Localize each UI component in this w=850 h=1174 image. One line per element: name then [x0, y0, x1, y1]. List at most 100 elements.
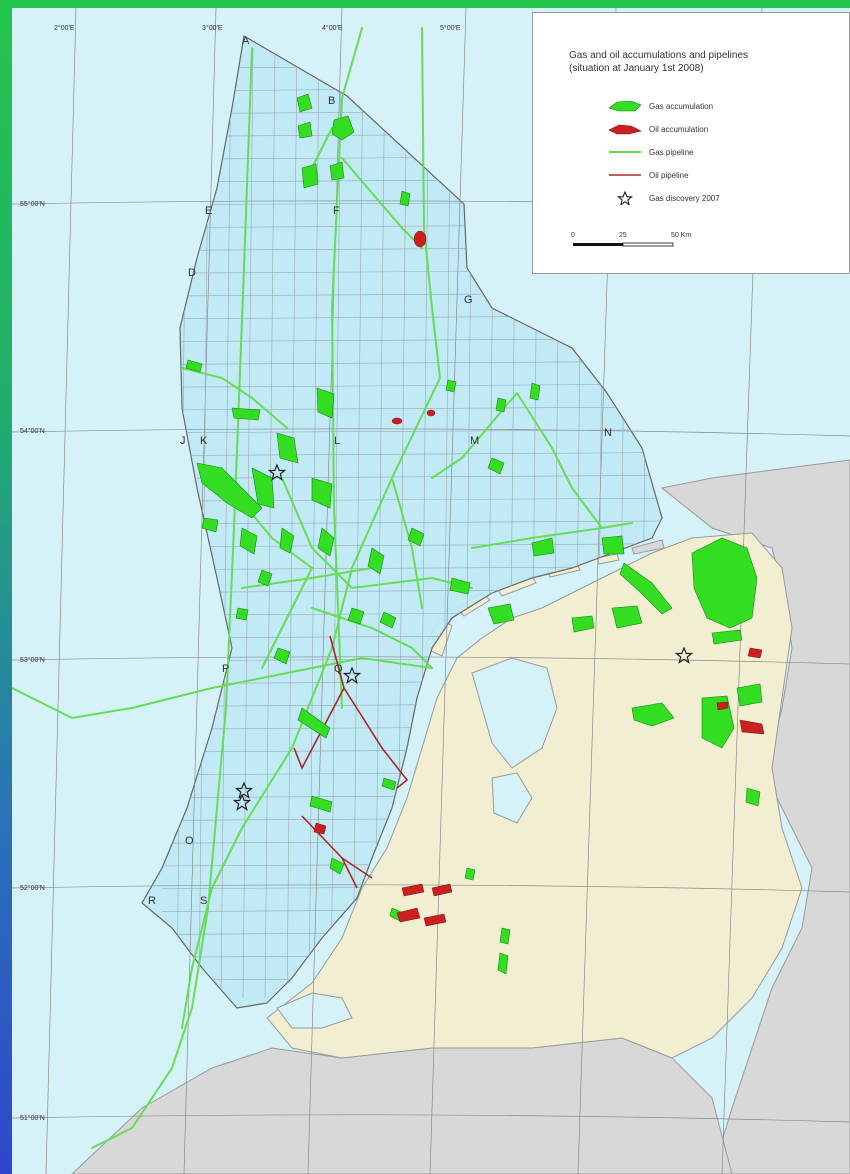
gas-accumulation-swatch — [607, 99, 643, 113]
gas-accumulations — [185, 93, 763, 975]
legend-item-oil-accumulation: Oil accumulation — [607, 122, 708, 136]
block-letter: D — [188, 267, 196, 279]
block-letter: G — [464, 294, 473, 306]
block-grid-line — [161, 475, 662, 479]
oil-accumulation — [423, 913, 447, 927]
block-letter: E — [205, 205, 212, 217]
gas-accumulation — [201, 517, 219, 533]
island-borkum — [631, 539, 665, 555]
gas-accumulation — [297, 707, 331, 739]
gas-accumulation — [381, 777, 397, 791]
latitude-label: 52°00'N — [20, 884, 45, 892]
block-letter: L — [334, 435, 340, 447]
longitude-label: 5°00'E — [440, 24, 461, 32]
star-icon — [674, 646, 694, 664]
gas-accumulation — [296, 93, 313, 113]
legend-title: Gas and oil accumulations and pipelines … — [569, 49, 839, 75]
map-frame: 2°00'E 3°00'E 4°00'E 5°00'E 55°00'N 54°0… — [12, 8, 850, 1174]
block-grid-line — [161, 452, 662, 456]
block-letter: Q — [334, 663, 343, 675]
scale-label: 0 — [571, 232, 575, 239]
oil-accumulation — [431, 883, 453, 897]
gas-accumulation — [235, 607, 249, 621]
oil-pipeline — [343, 687, 409, 789]
star-icon — [342, 666, 362, 684]
legend-panel: Gas and oil accumulations and pipelines … — [532, 12, 850, 274]
gas-pipeline-swatch — [607, 145, 643, 159]
latitude-label: 54°00'N — [20, 427, 45, 435]
legend-label: Oil pipeline — [649, 170, 689, 180]
latitude-label: 55°00'N — [20, 200, 45, 208]
oil-accumulation — [401, 883, 425, 897]
longitude-labels: 2°00'E 3°00'E 4°00'E 5°00'E — [54, 24, 461, 32]
latitude-labels: 55°00'N 54°00'N 53°00'N 52°00'N 51°00'N — [20, 200, 45, 1122]
gas-pipeline — [471, 522, 633, 549]
gas-accumulation — [251, 467, 275, 509]
legend-title-line1: Gas and oil accumulations and pipelines — [569, 50, 748, 61]
block-letter: M — [470, 435, 479, 447]
scale-label: 25 — [619, 232, 627, 239]
gas-pipeline — [281, 477, 473, 590]
parallel-line — [12, 428, 850, 437]
parallel-line — [12, 1114, 850, 1123]
gas-pipeline — [311, 127, 333, 169]
scale-bar: 0 25 50 Km — [571, 227, 711, 255]
block-grid-line — [161, 361, 662, 365]
gas-accumulation — [499, 927, 511, 945]
block-letter: R — [148, 895, 156, 907]
gas-accumulation — [279, 527, 295, 554]
star-icon — [234, 781, 254, 799]
oil-accumulation — [739, 719, 765, 735]
block-letter: S — [200, 895, 207, 907]
gas-pipeline — [421, 27, 441, 379]
block-grid-line — [242, 47, 254, 999]
parallel-line — [12, 656, 850, 665]
longitude-label: 3°00'E — [202, 24, 223, 32]
longitude-label: 2°00'E — [54, 24, 75, 32]
star-icon — [607, 190, 643, 207]
gas-accumulation — [276, 432, 299, 464]
gas-accumulation — [631, 702, 675, 727]
block-grid-line — [161, 383, 662, 388]
zeeland-water — [276, 992, 353, 1029]
gas-accumulation — [407, 527, 425, 547]
latitude-label: 51°00'N — [20, 1114, 45, 1122]
block-letter: N — [604, 427, 612, 439]
gas-accumulation — [317, 527, 335, 557]
block-grid-line — [220, 47, 232, 999]
lake-markermeer — [491, 772, 533, 824]
gas-accumulation — [701, 695, 735, 749]
gas-accumulation — [311, 477, 333, 509]
oil-accumulation-swatch — [607, 122, 643, 136]
gas-pipelines — [12, 27, 633, 1149]
meridian-line — [429, 8, 467, 1174]
oil-pipeline-swatch — [607, 168, 643, 182]
gas-accumulation — [309, 795, 333, 813]
gas-accumulation — [301, 163, 319, 189]
gas-accumulation — [239, 527, 258, 555]
gas-accumulation — [231, 407, 261, 421]
gas-pipeline — [311, 607, 433, 669]
gas-accumulation — [399, 190, 411, 207]
meridian-line — [45, 8, 77, 1174]
star-icon — [267, 463, 287, 481]
island-schiermonnikoog — [596, 553, 620, 565]
legend-label: Gas pipeline — [649, 147, 694, 157]
oil-accumulation — [747, 647, 763, 659]
block-grid-line — [161, 520, 662, 525]
oil-accumulation — [426, 409, 436, 417]
gas-accumulation — [601, 535, 625, 555]
oil-accumulation — [391, 417, 403, 425]
gas-accumulation — [196, 462, 263, 519]
gas-pipeline — [12, 656, 433, 720]
gas-accumulation — [711, 629, 743, 645]
scale-bar-segment — [622, 242, 674, 247]
gas-pipeline — [516, 392, 603, 529]
gas-accumulation — [185, 359, 203, 373]
legend-label: Gas accumulation — [649, 101, 714, 111]
gas-pipeline — [391, 477, 423, 609]
oil-accumulation — [313, 822, 327, 835]
land-netherlands — [266, 532, 803, 1059]
gas-accumulation — [331, 115, 355, 141]
gas-accumulation — [531, 537, 555, 557]
